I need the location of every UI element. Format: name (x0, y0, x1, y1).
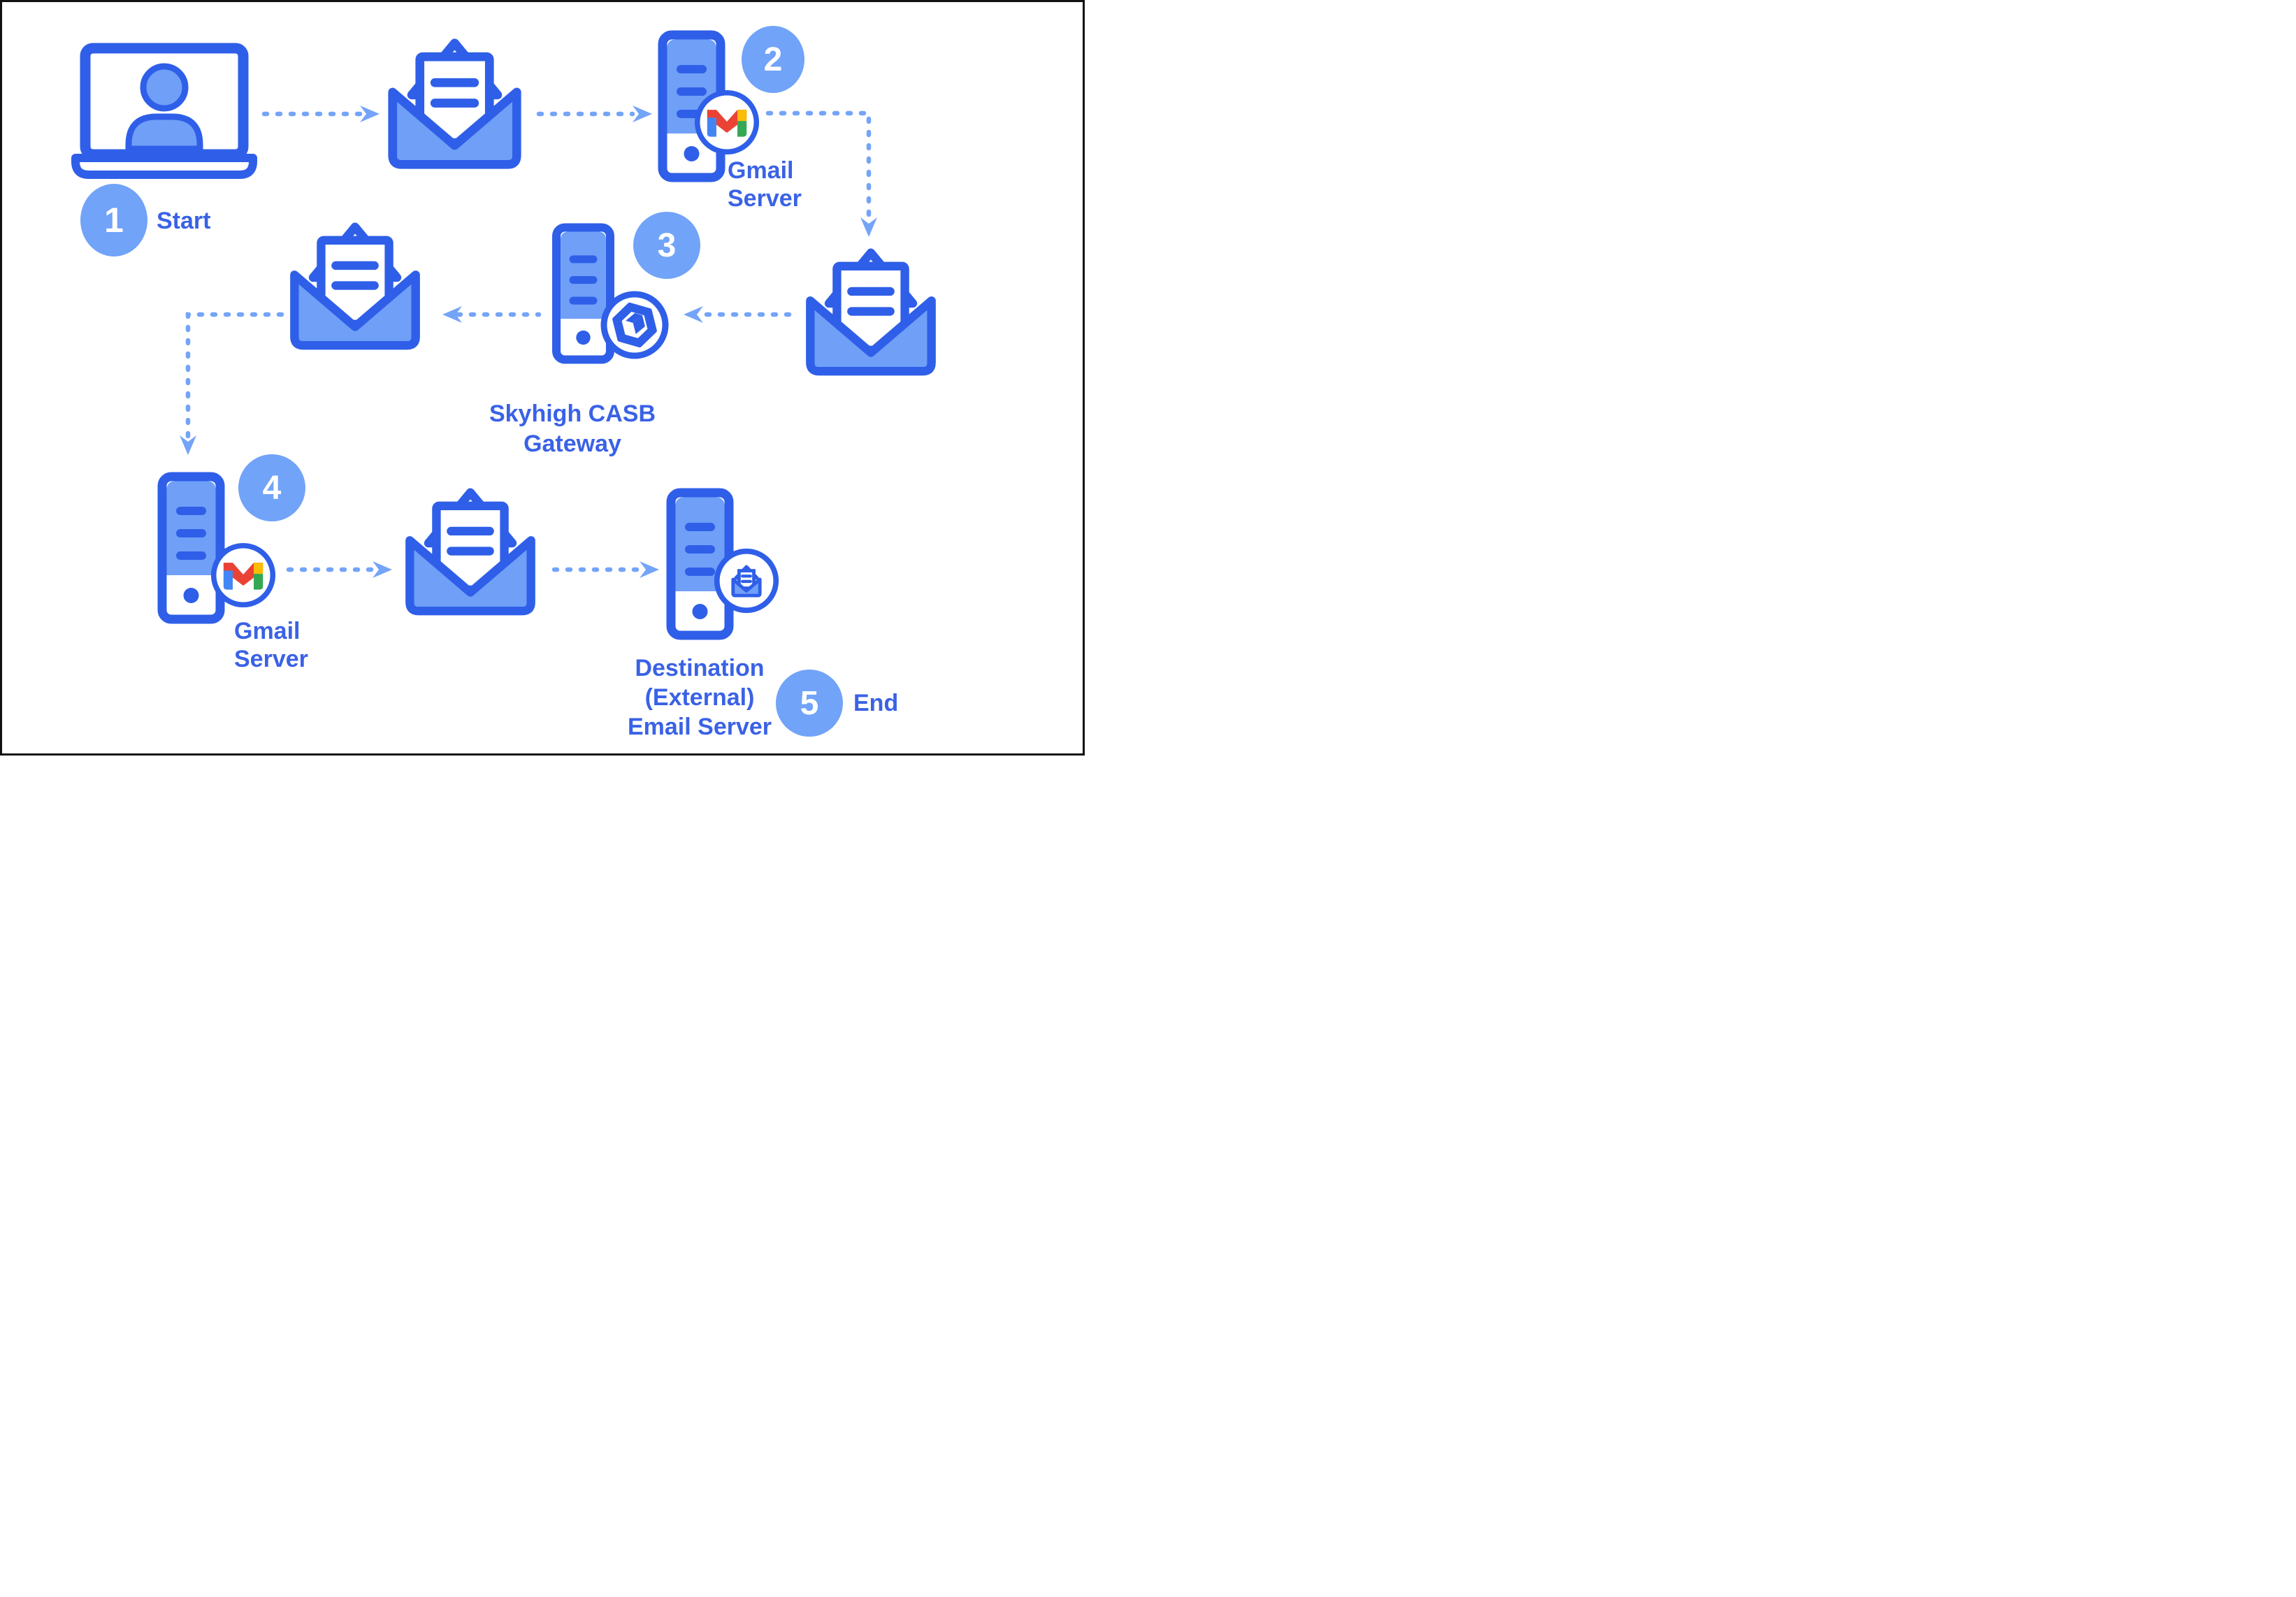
step-number: 2 (763, 41, 783, 78)
step-badge-5: 5 (776, 670, 843, 737)
arrowhead-down-icon (180, 435, 196, 455)
gmail-server-label: Gmail Server (234, 618, 308, 672)
open-envelope-icon (285, 217, 425, 354)
destination-server-label: Destination (External) Email Server (627, 655, 772, 740)
open-envelope-icon (801, 243, 941, 380)
step-number: 1 (104, 201, 124, 240)
step-number: 4 (262, 469, 282, 507)
step-badge-3: 3 (633, 212, 700, 279)
gmail-server-label: Gmail Server (728, 157, 802, 212)
dashed-arrows-layer (180, 106, 877, 578)
arrowhead-left-icon (684, 306, 703, 323)
laptop-user-icon (70, 43, 259, 180)
arrow-envelope3-to-gmail-server4 (185, 312, 284, 440)
open-envelope-icon (400, 483, 540, 620)
arrowhead-right-icon (373, 561, 392, 578)
arrowhead-right-icon (633, 106, 652, 122)
arrowhead-left-icon (442, 306, 462, 323)
arrowhead-down-icon (860, 217, 877, 237)
gmail-logo-icon (694, 89, 760, 155)
arrowhead-right-icon (360, 106, 380, 122)
open-envelope-icon (383, 34, 526, 173)
step-badge-2: 2 (742, 26, 804, 93)
arrow-gmail-server-to-envelope2 (765, 110, 872, 222)
step-badge-4: 4 (238, 454, 305, 521)
step-badge-1: 1 (80, 184, 147, 256)
step-number: 3 (657, 226, 677, 264)
gmail-logo-icon (210, 542, 276, 608)
step-label-start: Start (157, 208, 211, 234)
flow-diagram: 1 Start 2 Gmail Server 3 Skyhigh CASB Ga… (0, 0, 1085, 756)
skyhigh-logo-icon (600, 290, 670, 360)
envelope-badge-icon (713, 547, 780, 614)
casb-gateway-label: Skyhigh CASB Gateway (489, 400, 656, 457)
step-label-end: End (853, 690, 899, 716)
arrowhead-right-icon (640, 561, 659, 578)
step-number: 5 (800, 684, 819, 722)
